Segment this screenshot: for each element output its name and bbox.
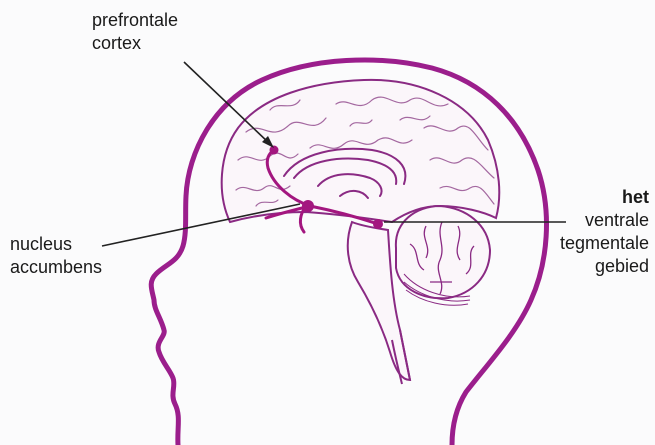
leader-line-prefrontal <box>184 62 270 144</box>
label-vta-line1: het <box>560 186 649 209</box>
leader-line-nucleus <box>102 204 300 246</box>
label-nucleus-accumbens: nucleus accumbens <box>10 233 102 279</box>
cerebellum <box>396 206 490 298</box>
label-prefrontal-line1: prefrontale <box>92 9 178 32</box>
label-prefrontal-cortex: prefrontale cortex <box>92 9 178 55</box>
label-vta-line2: ventrale <box>560 209 649 232</box>
label-nucleus-line1: nucleus <box>10 233 102 256</box>
cerebrum-outline <box>222 80 500 222</box>
label-nucleus-line2: accumbens <box>10 256 102 279</box>
label-vta-line4: gebied <box>560 255 649 278</box>
vta-marker <box>373 219 383 229</box>
label-prefrontal-line2: cortex <box>92 32 178 55</box>
label-vta-line3: tegmentale <box>560 232 649 255</box>
label-ventral-tegmental-area: het ventrale tegmentale gebied <box>560 186 649 278</box>
prefrontal-cortex-marker <box>270 146 279 155</box>
nucleus-accumbens-marker <box>302 200 314 212</box>
